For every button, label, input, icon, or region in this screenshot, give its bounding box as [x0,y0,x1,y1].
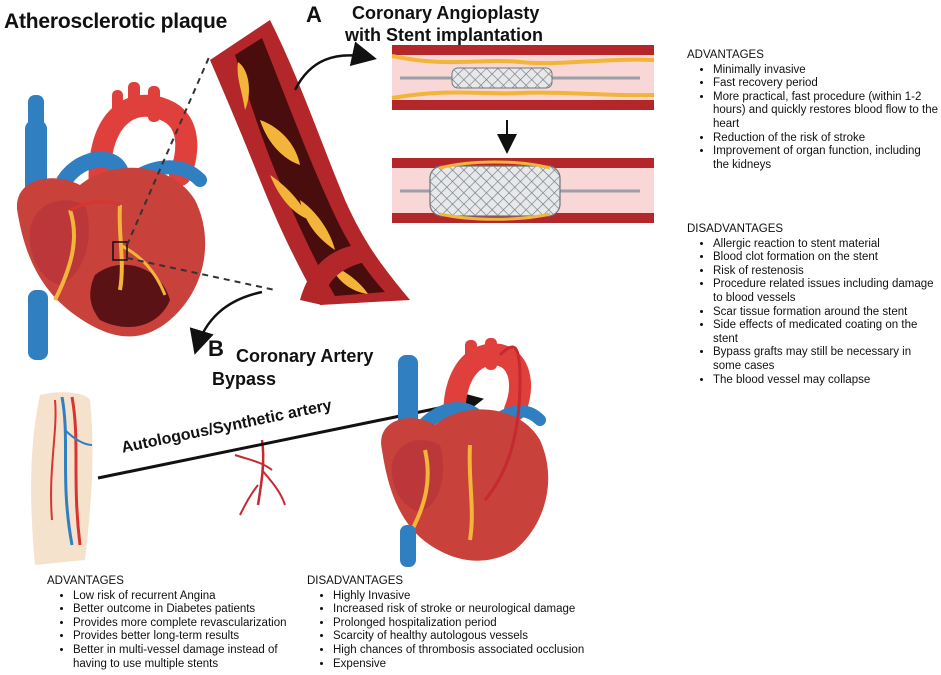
angioplasty-advantages-title: ADVANTAGES [687,49,764,61]
angioplasty-disadvantages: DISADVANTAGES Allergic reaction to stent… [687,223,939,387]
section-a-heading-line1: Coronary Angioplasty [352,3,540,23]
zoom-line-lower [126,257,276,291]
list-item: Provides better long-term results [73,630,312,644]
list-item: More practical, fast procedure (within 1… [713,91,939,132]
section-b-heading-line1: Coronary Artery [236,346,374,366]
list-item: Risk of restenosis [713,265,939,279]
list-item: Provides more complete revascularization [73,617,312,631]
section-a-letter: A [306,2,322,27]
arrow-to-bypass [189,290,263,355]
list-item: Reduction of the risk of stroke [713,132,939,146]
angioplasty-advantages: ADVANTAGES Minimally invasiveFast recove… [687,49,939,172]
bypass-disadvantages: DISADVANTAGES Highly InvasiveIncreased r… [307,575,627,671]
angioplasty-disadvantages-title: DISADVANTAGES [687,223,784,235]
bypass-advantages-list: Low risk of recurrent AnginaBetter outco… [47,590,312,672]
list-item: Procedure related issues including damag… [713,278,939,305]
page-title: Atherosclerotic plaque [4,10,228,33]
list-item: Expensive [333,658,627,672]
list-item: Minimally invasive [713,64,939,78]
stent-unexpanded [391,45,655,110]
list-item: High chances of thrombosis associated oc… [333,644,627,658]
list-item: Better outcome in Diabetes patients [73,603,312,617]
bypass-advantages: ADVANTAGES Low risk of recurrent AnginaB… [47,575,312,671]
list-item: Scar tissue formation around the stent [713,306,939,320]
zoomed-artery [210,20,410,305]
section-a-heading-line2: with Stent implantation [345,25,543,45]
list-item: Better in multi-vessel damage instead of… [73,644,312,671]
list-item: Low risk of recurrent Angina [73,590,312,604]
graft-vessel [234,439,286,516]
list-item: Improvement of organ function, including… [713,145,939,172]
list-item: Allergic reaction to stent material [713,238,939,252]
section-b-heading-line2: Bypass [212,369,277,389]
list-item: Increased risk of stroke or neurological… [333,603,627,617]
angioplasty-disadvantages-list: Allergic reaction to stent materialBlood… [687,238,939,388]
list-item: The blood vessel may collapse [713,374,939,388]
stent-expanded [392,158,654,223]
list-item: Scarcity of healthy autologous vessels [333,630,627,644]
heart-bypass [381,338,549,567]
section-b-letter: B [208,336,224,361]
list-item: Blood clot formation on the stent [713,251,939,265]
list-item: Prolonged hospitalization period [333,617,627,631]
arrow-to-angioplasty [293,41,377,91]
list-item: Fast recovery period [713,77,939,91]
list-item: Highly Invasive [333,590,627,604]
angioplasty-advantages-list: Minimally invasiveFast recovery periodMo… [687,64,939,173]
zoom-line-upper [126,54,211,246]
bypass-disadvantages-list: Highly InvasiveIncreased risk of stroke … [307,590,627,672]
heart-with-plaque [16,82,207,360]
bypass-advantages-title: ADVANTAGES [47,575,124,587]
bypass-disadvantages-title: DISADVANTAGES [307,575,404,587]
leg-illustration [31,392,93,565]
list-item: Side effects of medicated coating on the… [713,319,939,346]
list-item: Bypass grafts may still be necessary in … [713,346,939,373]
